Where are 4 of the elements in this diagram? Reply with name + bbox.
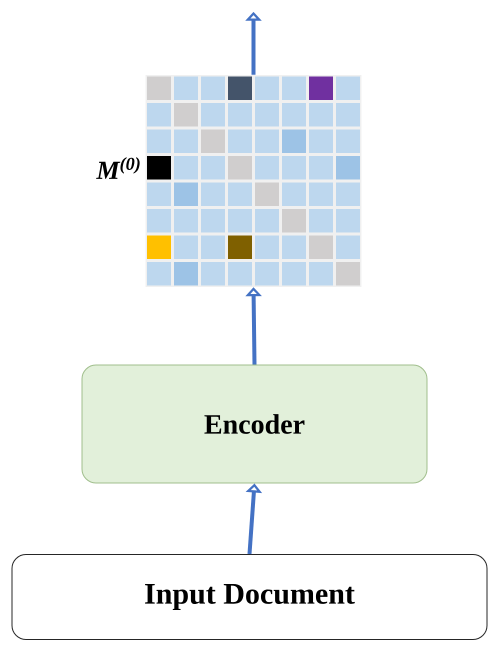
matrix-grid xyxy=(146,75,362,287)
matrix-label: M$^{(0)}$ xyxy=(96,157,140,179)
encoder-box: Encoder xyxy=(82,364,428,484)
input-box: Input Document xyxy=(12,554,488,640)
